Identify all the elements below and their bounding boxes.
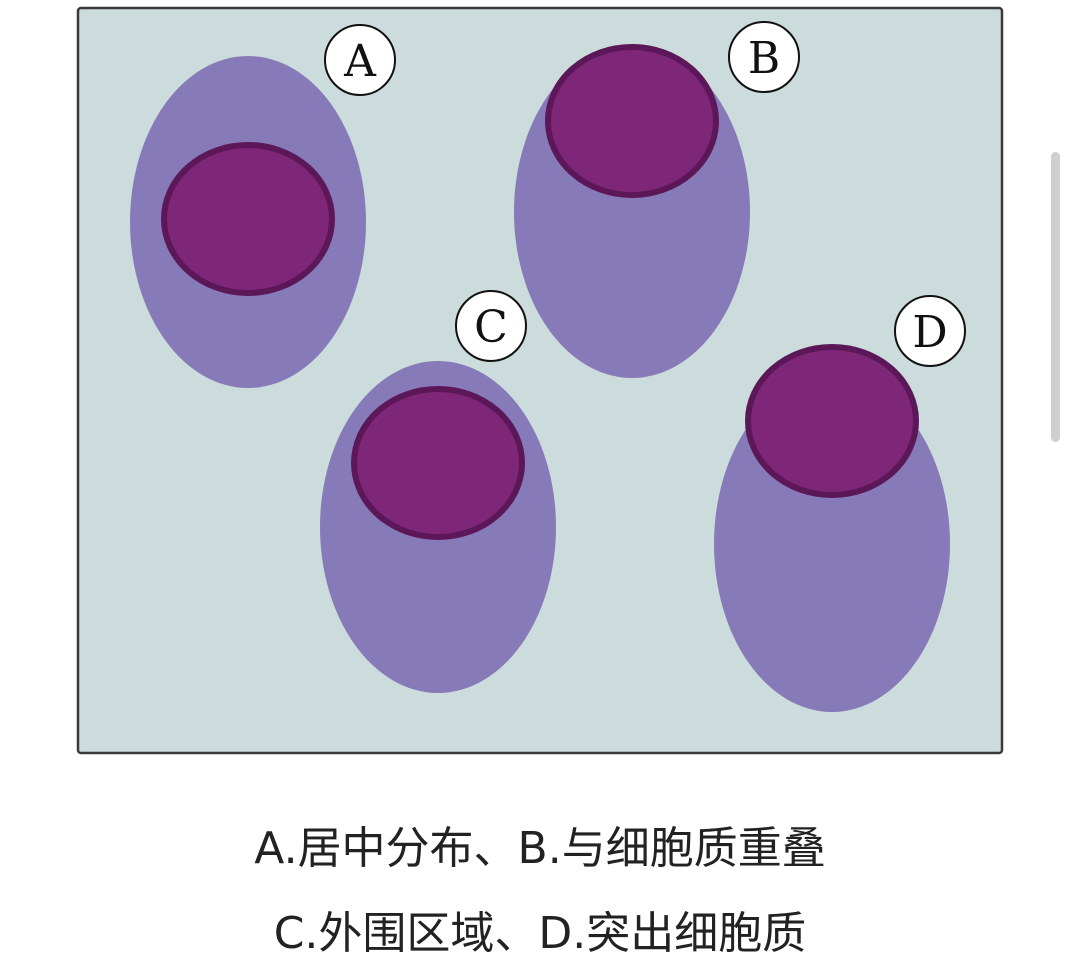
cell-d-nucleus (745, 344, 919, 498)
label-b-text: B (748, 33, 780, 84)
label-c-text: C (474, 302, 508, 353)
label-a-circle (324, 24, 396, 96)
label-d: D (894, 295, 966, 367)
cell-a (130, 56, 366, 388)
cell-b (514, 44, 750, 378)
cell-a-nucleus (161, 142, 335, 296)
label-b-circle (728, 21, 800, 93)
caption-line-1: A.居中分布、B.与细胞质重叠 (254, 823, 826, 874)
cell-d (714, 344, 950, 712)
cell-diagram: A B C D (76, 6, 1004, 755)
label-c: C (455, 290, 527, 362)
label-d-circle (894, 295, 966, 367)
cell-c (320, 361, 556, 693)
label-a: A (324, 24, 396, 96)
cell-b-nucleus (545, 44, 719, 198)
label-a-text: A (343, 36, 377, 87)
caption-line-2: C.外围区域、D.突出细胞质 (273, 908, 807, 959)
label-b: B (728, 21, 800, 93)
label-d-text: D (912, 307, 947, 358)
label-c-circle (455, 290, 527, 362)
scrollbar-thumb[interactable] (1051, 152, 1060, 442)
cell-c-nucleus (351, 386, 525, 540)
